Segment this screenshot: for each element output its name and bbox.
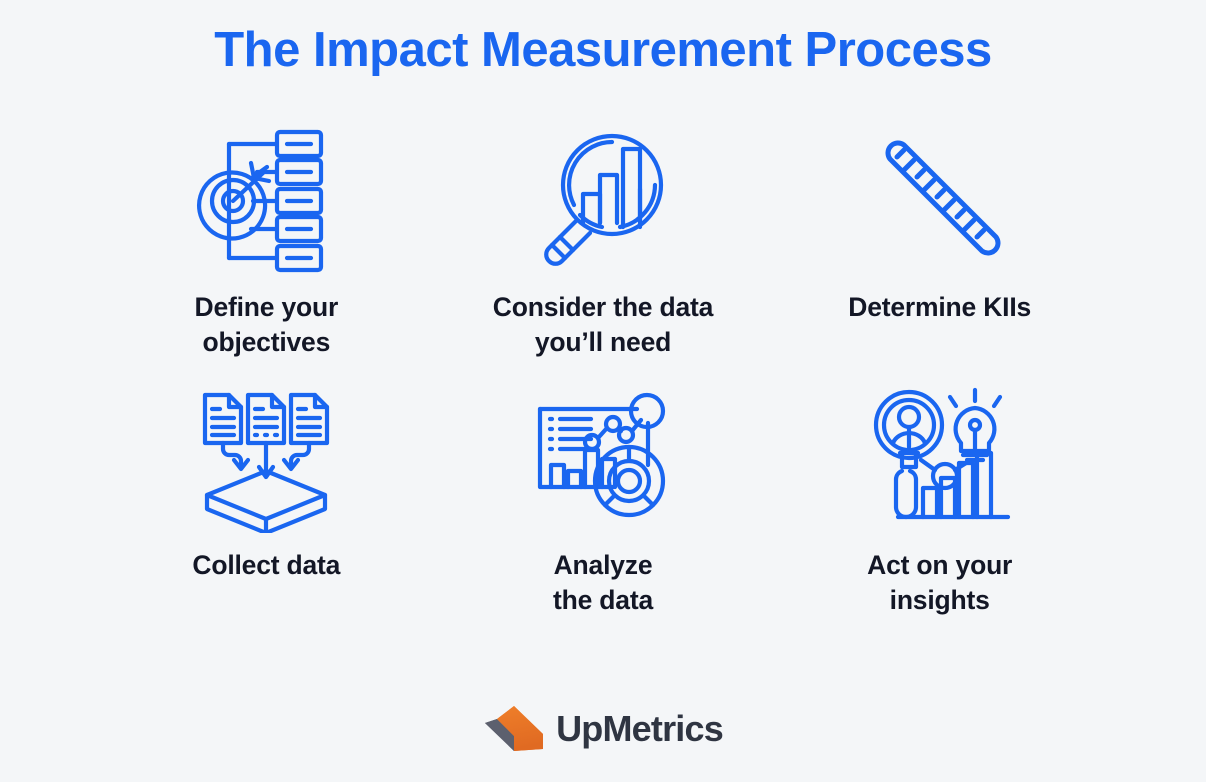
process-steps-grid: Define your objectives [98,126,1108,618]
process-step-define-objectives: Define your objectives [98,126,435,360]
process-step-determine-kiis: Determine KIIs [771,126,1108,360]
process-step-analyze-data: Analyze the data [435,384,772,618]
dashboard-analytics-icon [523,384,683,534]
process-step-label: Determine KIIs [848,292,1032,323]
magnifier-person-lightbulb-icon [860,384,1020,534]
target-objectives-icon [186,126,346,276]
process-step-label: Analyze the data [552,550,653,616]
process-step-label: Define your objectives [194,292,339,358]
page-title: The Impact Measurement Process [214,23,992,77]
process-step-label: Collect data [192,550,341,581]
process-step-label: Act on your insights [867,550,1013,616]
upmetrics-chevron-logo [485,706,544,751]
brand-footer: UpMetrics [0,706,1206,752]
process-step-consider-data: Consider the data you’ll need [435,126,772,360]
brand-name: UpMetrics [556,708,724,749]
ruler-icon [860,126,1020,276]
process-step-collect-data: Collect data [98,384,435,618]
process-step-act-insights: Act on your insights [771,384,1108,618]
magnifier-bar-chart-icon [523,126,683,276]
documents-to-storage-icon [186,384,346,534]
process-step-label: Consider the data you’ll need [492,292,714,358]
